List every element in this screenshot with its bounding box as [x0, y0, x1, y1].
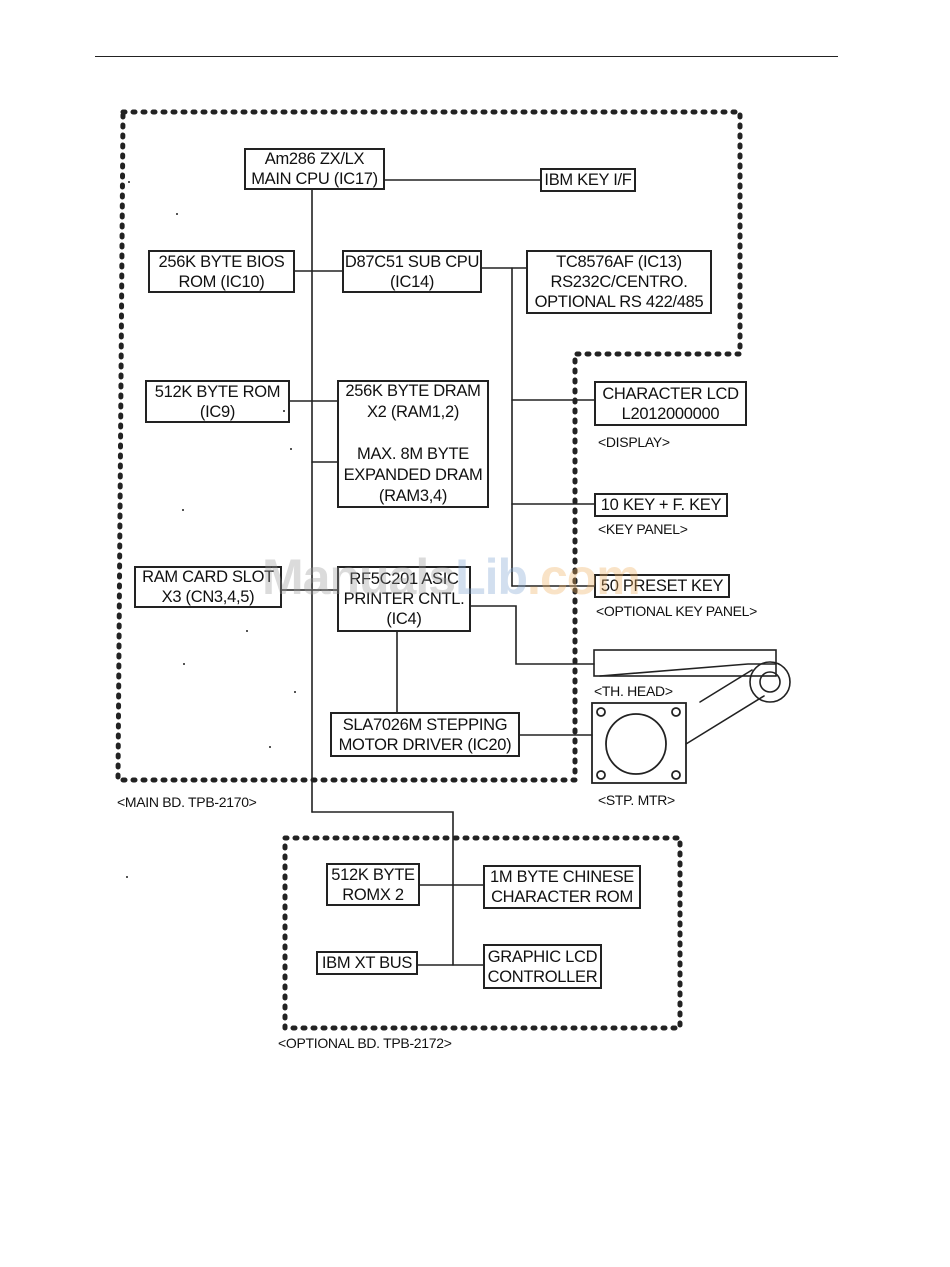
optional-board-label: <OPTIONAL BD. TPB-2172> [278, 1035, 452, 1051]
scan-speck [128, 181, 130, 183]
rom-512k-block: 512K BYTE ROM (IC9) [145, 380, 290, 423]
scan-speck [183, 663, 185, 665]
key-panel-label: <KEY PANEL> [598, 521, 688, 537]
scan-speck [294, 691, 296, 693]
main-board-label: <MAIN BD. TPB-2170> [117, 794, 257, 810]
bios-rom-block: 256K BYTE BIOS ROM (IC10) [148, 250, 295, 293]
scan-speck [283, 410, 285, 412]
preset-key-block: 50 PRESET KEY [594, 574, 730, 598]
display-label: <DISPLAY> [598, 434, 670, 450]
scan-speck [290, 448, 292, 450]
scan-speck [246, 630, 248, 632]
ibm-key-interface-block: IBM KEY I/F [540, 168, 636, 192]
character-lcd-block: CHARACTER LCD L2012000000 [594, 381, 747, 426]
scan-speck [182, 509, 184, 511]
optional-rom-block: 512K BYTE ROMX 2 [326, 863, 420, 906]
sub-cpu-block: D87C51 SUB CPU (IC14) [342, 250, 482, 293]
scan-speck [126, 876, 128, 878]
asic-printer-controller-block: RF5C201 ASIC PRINTER CNTL. (IC4) [337, 566, 471, 632]
thermal-head-drawing [593, 649, 791, 745]
optional-board-boundary [282, 835, 683, 1031]
scan-speck [269, 746, 271, 748]
serial-controller-block: TC8576AF (IC13) RS232C/CENTRO. OPTIONAL … [526, 250, 712, 314]
ten-key-block: 10 KEY + F. KEY [594, 493, 728, 517]
scan-speck [176, 213, 178, 215]
top-rule [95, 56, 838, 57]
ibm-xt-bus-block: IBM XT BUS [316, 951, 418, 975]
dram-block: 256K BYTE DRAM X2 (RAM1,2) MAX. 8M BYTE … [337, 380, 489, 508]
watermark: ManualsLib.com [262, 549, 641, 605]
stepping-motor-drawing [591, 702, 687, 784]
chinese-character-rom-block: 1M BYTE CHINESE CHARACTER ROM [483, 865, 641, 909]
thermal-head-label: <TH. HEAD> [594, 683, 673, 699]
stepping-motor-label: <STP. MTR> [598, 792, 675, 808]
main-cpu-block: Am286 ZX/LX MAIN CPU (IC17) [244, 148, 385, 190]
motor-driver-block: SLA7026M STEPPING MOTOR DRIVER (IC20) [330, 712, 520, 757]
ram-card-slot-block: RAM CARD SLOT X3 (CN3,4,5) [134, 566, 282, 608]
graphic-lcd-controller-block: GRAPHIC LCD CONTROLLER [483, 944, 602, 989]
optional-key-panel-label: <OPTIONAL KEY PANEL> [596, 603, 758, 619]
main-board-boundary [115, 109, 743, 783]
